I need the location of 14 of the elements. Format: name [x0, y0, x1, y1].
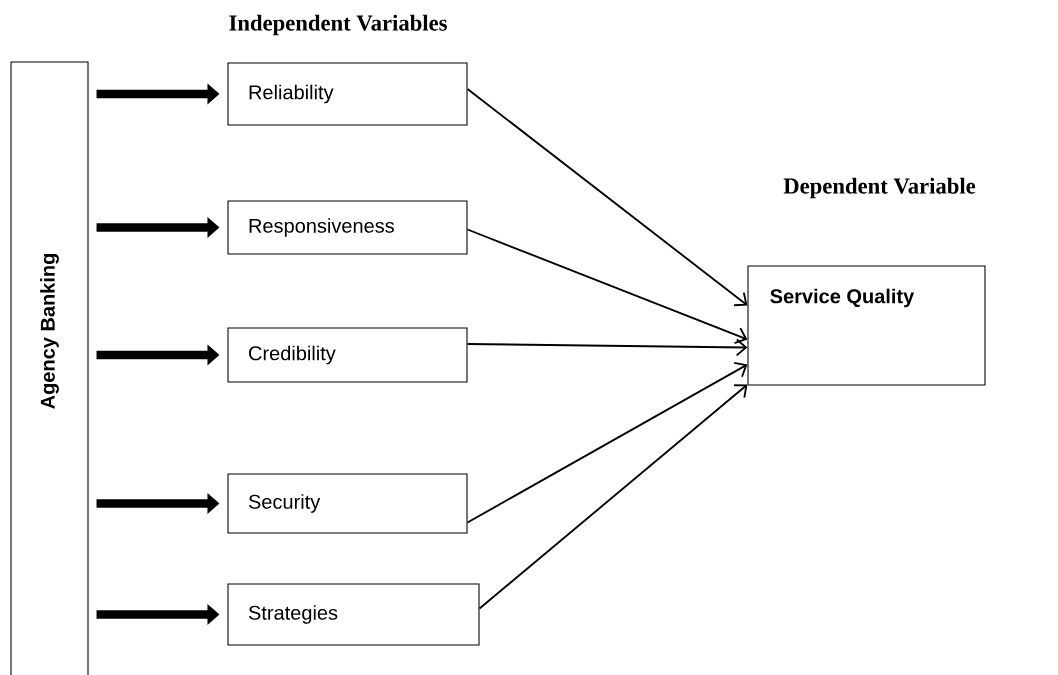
arrow [478, 384, 748, 610]
heading: Independent Variables [229, 14, 447, 36]
heading: Dependent Variable [783, 177, 976, 199]
process-box: Service Quality [747, 265, 986, 386]
side-bar: Agency Banking [10, 61, 89, 675]
variable-box: Responsiveness [227, 200, 468, 255]
arrow [466, 88, 748, 307]
arrow [466, 361, 748, 524]
variable-box: Reliability [227, 62, 468, 126]
variable-box: Strategies [227, 583, 480, 646]
arrow [466, 228, 748, 344]
variable-box: Credibility [227, 327, 468, 383]
variable-box: Security [227, 473, 468, 534]
arrow [466, 338, 748, 357]
